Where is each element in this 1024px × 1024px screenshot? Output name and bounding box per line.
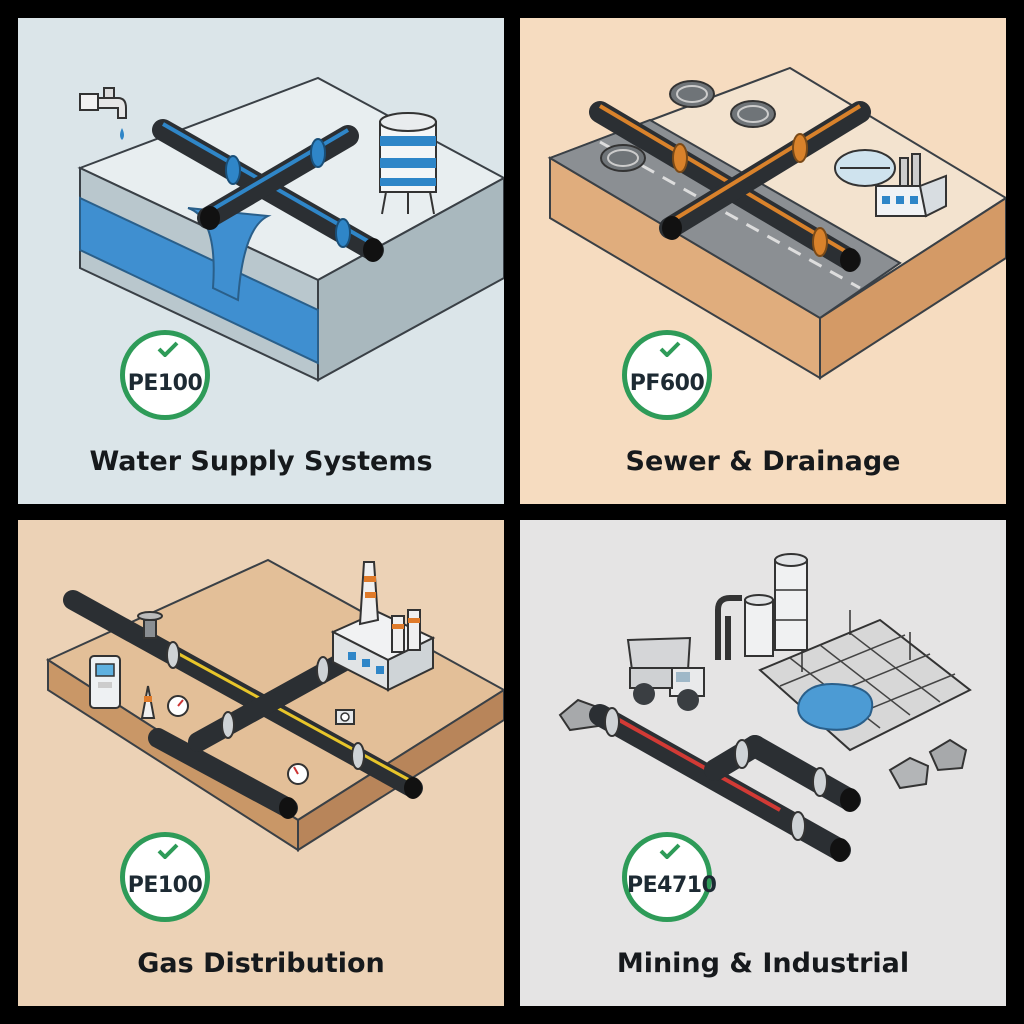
panel-title: Mining & Industrial <box>616 948 910 979</box>
faucet-icon <box>79 87 127 140</box>
grade-badge: PE4710 <box>622 832 717 922</box>
grade-label: PE4710 <box>627 873 717 898</box>
treatment-plant-icon <box>834 149 947 218</box>
water-tank-icon <box>379 112 437 215</box>
panel-sewer-drainage: PF600 Sewer & Drainage <box>520 18 1006 504</box>
grade-label: PF600 <box>629 371 705 396</box>
panel-title: Water Supply Systems <box>89 446 433 477</box>
water-supply-illustration <box>18 18 504 504</box>
gas-main-pipe <box>63 590 423 799</box>
water-branch-pipe <box>197 125 359 230</box>
factory-icon <box>330 561 436 692</box>
dump-truck-icon <box>626 636 705 711</box>
silo-icon <box>715 553 808 660</box>
pressure-gauge-icon <box>167 695 355 785</box>
marker-post-icon <box>140 685 156 719</box>
sewer-branch-pipe <box>659 101 871 240</box>
check-icon <box>659 843 681 859</box>
grade-badge: PE100 <box>120 330 210 420</box>
grade-label: PE100 <box>127 371 203 396</box>
check-icon <box>157 341 179 357</box>
panel-water-supply: PE100 Water Supply Systems <box>18 18 504 504</box>
gas-branch-pipe <box>148 648 360 819</box>
check-icon <box>157 843 179 859</box>
panel-mining-industrial: PE4710 Mining & Industrial <box>520 520 1006 1006</box>
mining-slurry-pipe <box>589 704 851 862</box>
panel-title: Sewer & Drainage <box>625 446 901 477</box>
panel-title: Gas Distribution <box>137 948 385 979</box>
panel-gas-distribution: PE100 Gas Distribution <box>18 520 504 1006</box>
sewer-drainage-illustration <box>520 18 1006 504</box>
gas-meter-icon <box>89 655 121 709</box>
grade-badge: PF600 <box>622 330 712 420</box>
check-icon <box>659 341 681 357</box>
mining-industrial-illustration <box>520 520 1006 1006</box>
tailings-pond-icon <box>758 610 972 752</box>
grade-badge: PE100 <box>120 832 210 922</box>
valve-icon <box>137 611 163 639</box>
grade-label: PE100 <box>127 873 203 898</box>
gas-distribution-illustration <box>18 520 504 1006</box>
manhole-cover-icon <box>600 80 776 172</box>
mining-elbow-pipe <box>704 735 861 812</box>
